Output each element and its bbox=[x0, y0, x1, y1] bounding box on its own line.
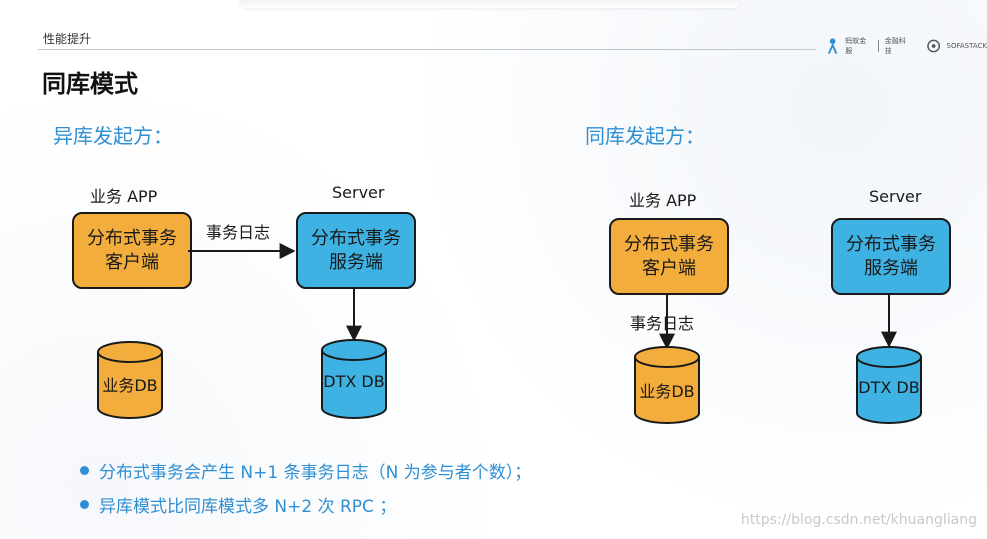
left-biz-db-cylinder bbox=[97, 341, 163, 419]
right-server-label: Server bbox=[869, 187, 922, 206]
left-client-box-text: 分布式事务 客户端 bbox=[87, 227, 177, 273]
right-dtx-db-cylinder bbox=[856, 346, 922, 424]
header-logos: 蚂蚁金服 金融科技 SOFASTACK bbox=[826, 36, 987, 56]
ant-logo-icon bbox=[827, 38, 838, 54]
right-app-label: 业务 APP bbox=[629, 191, 697, 210]
right-heading: 同库发起方： bbox=[585, 124, 705, 148]
left-server-box: 分布式事务 服务端 bbox=[296, 212, 416, 289]
bullet-dot-icon bbox=[80, 500, 89, 509]
bullet-dot-icon bbox=[80, 466, 89, 475]
sofastack-logo-icon bbox=[927, 39, 941, 53]
right-biz-db-label: 业务DB bbox=[639, 382, 695, 401]
header-rule bbox=[38, 49, 816, 50]
logo-text-1: 蚂蚁金服 bbox=[845, 37, 867, 55]
right-server-box-text: 分布式事务 服务端 bbox=[846, 233, 936, 279]
top-strip bbox=[240, 0, 740, 8]
watermark: https://blog.csdn.net/khuangliang bbox=[740, 512, 977, 528]
left-dtx-db-label: DTX DB bbox=[323, 372, 385, 391]
left-app-label: 业务 APP bbox=[90, 187, 158, 206]
left-dtx-db-cylinder bbox=[321, 339, 387, 419]
left-server-label: Server bbox=[332, 183, 385, 202]
bullet-text-2: 异库模式比同库模式多 N+2 次 RPC ； bbox=[99, 497, 397, 517]
right-biz-db-cylinder bbox=[634, 346, 700, 424]
bullet-text-1: 分布式事务会产生 N+1 条事务日志（N 为参与者个数）； bbox=[99, 463, 532, 483]
left-server-box-text: 分布式事务 服务端 bbox=[311, 227, 401, 273]
left-biz-db-label: 业务DB bbox=[102, 376, 158, 395]
right-arrow-label: 事务日志 bbox=[630, 314, 695, 333]
left-heading: 异库发起方： bbox=[53, 124, 173, 148]
right-client-box-text: 分布式事务 客户端 bbox=[624, 233, 714, 279]
logo-text-3: SOFASTACK bbox=[946, 42, 987, 50]
logo-text-2: 金融科技 bbox=[884, 37, 906, 55]
right-dtx-db-label: DTX DB bbox=[858, 378, 920, 397]
left-client-box: 分布式事务 客户端 bbox=[72, 212, 192, 289]
section-label: 性能提升 bbox=[43, 32, 92, 46]
left-arrow-label: 事务日志 bbox=[206, 223, 271, 242]
right-server-box: 分布式事务 服务端 bbox=[831, 218, 951, 295]
page-title: 同库模式 bbox=[42, 70, 138, 98]
bullet-item-2: 异库模式比同库模式多 N+2 次 RPC ； bbox=[80, 492, 396, 517]
logo-separator bbox=[877, 40, 879, 52]
bullet-item-1: 分布式事务会产生 N+1 条事务日志（N 为参与者个数）； bbox=[80, 458, 531, 483]
right-client-box: 分布式事务 客户端 bbox=[609, 218, 729, 295]
